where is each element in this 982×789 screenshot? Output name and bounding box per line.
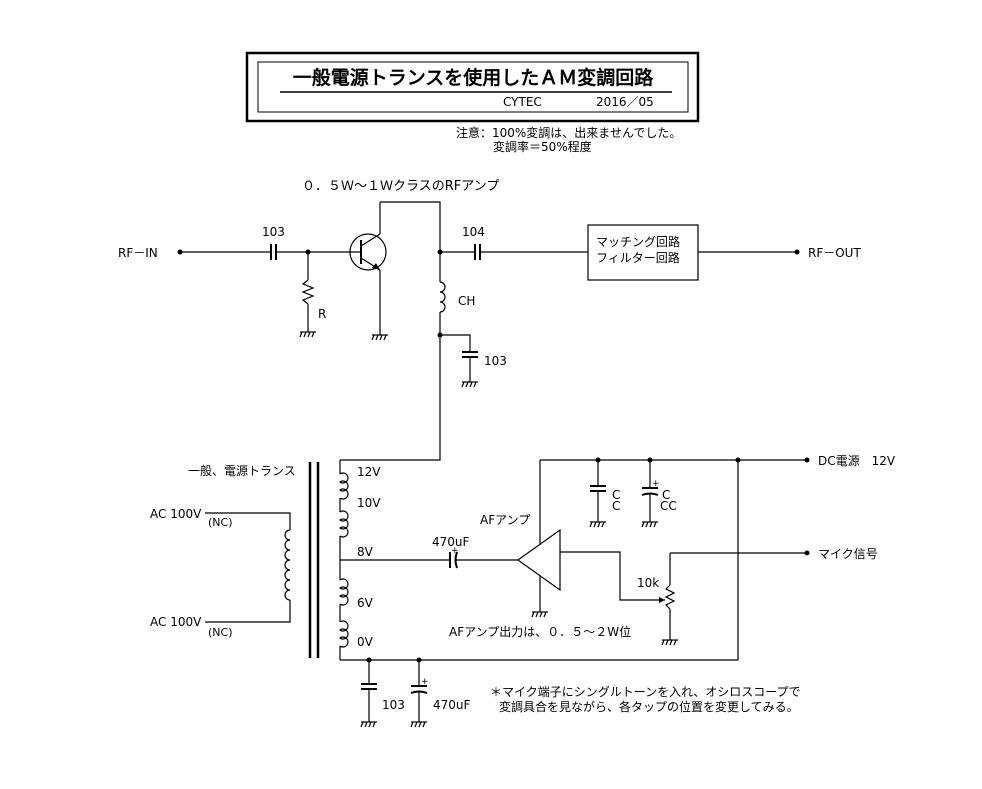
matching-filter-block: マッチング回路 フィルター回路 [587,224,699,281]
ground-icon [371,334,388,341]
footnote-line-1: ＊マイク端子にシングルトーンを入れ、オシロスコープで [490,685,801,699]
rf-in-label: RF－IN [118,246,158,260]
transformer-label: 一般、電源トランス [188,463,296,478]
cap-470uf-coupling-label: 470uF [432,535,470,549]
cap-103-in-label: 103 [262,225,285,239]
ac-bottom-label: AC 100V [150,615,202,629]
cap-cc-label: C [662,488,670,502]
cap-c-label: C [612,488,620,502]
ground-icon [589,521,606,528]
cap-103-bypass-label: 103 [484,354,507,368]
af-output-note: AFアンプ出力は、０．５～２W位 [449,624,631,639]
ground-icon [661,639,678,646]
cap-104-label: 104 [462,225,485,239]
rf-out-terminal [794,249,800,255]
cap-103-bottom-label: 103 [382,698,405,712]
author: CYTEC [503,95,542,109]
nc-top-label: (NC) [208,516,233,529]
ground-icon [531,611,548,618]
tap-10v-label: 10V [357,496,381,510]
pot-10k-label: 10k [637,576,659,590]
title-block: 一般電源トランスを使用したＡＭ変調回路 CYTEC 2016／05 [245,51,700,123]
title: 一般電源トランスを使用したＡＭ変調回路 [293,66,655,89]
date: 2016／05 [596,95,654,109]
choke-ch-label: CH [458,294,475,308]
mic-signal-label: マイク信号 [818,547,878,561]
cap-c-label-2: C [612,499,620,513]
note-line-2: 変調率＝50%程度 [493,139,592,154]
af-amplifier: AFアンプ [480,460,561,618]
choke-ch: CH [439,252,475,335]
tap-6v-label: 6V [357,596,374,610]
mic-input-terminal [804,550,810,556]
af-amp-label: AFアンプ [480,513,530,527]
dc-power-terminal [804,457,810,463]
ac-top-label: AC 100V [150,507,202,521]
svg-text:+: + [421,677,429,687]
ground-icon [299,331,316,338]
dc-power-label: DC電源 12V [818,454,896,468]
filter-label: フィルター回路 [596,250,680,265]
ground-icon [461,381,478,388]
tap-0v-label: 0V [357,635,374,649]
tap-8v-label: 8V [357,545,374,559]
ground-icon [641,521,658,528]
cap-cc-label-2: CC [660,499,677,513]
nc-bottom-label: (NC) [208,626,233,639]
resistor-r [301,279,315,305]
rf-input-section: RF－IN 103 R [118,225,355,338]
volume-potentiometer: 10k [637,552,807,646]
note-line-1: 注意：100%変調は、出来ませんでした。 [456,125,681,140]
cap-470uf-bottom-label: 470uF [433,698,471,712]
rf-amp-heading: ０．５Ｗ～１ＷクラスのRFアンプ [302,179,499,194]
svg-text:+: + [451,546,459,556]
ground-icon [410,721,427,728]
footnote-line-2: 変調具合を見ながら、各タップの位置を変更してみる。 [499,699,799,714]
svg-text:+: + [652,479,660,489]
power-transformer: 一般、電源トランス AC 100V (NC) AC 100V (NC) 12V … [150,460,381,660]
rf-transistor [349,202,388,341]
tap-12v-label: 12V [357,465,381,479]
resistor-r-label: R [318,307,326,321]
matching-label: マッチング回路 [596,234,680,249]
ground-icon [360,721,377,728]
rf-out-label: RF－OUT [808,246,861,260]
